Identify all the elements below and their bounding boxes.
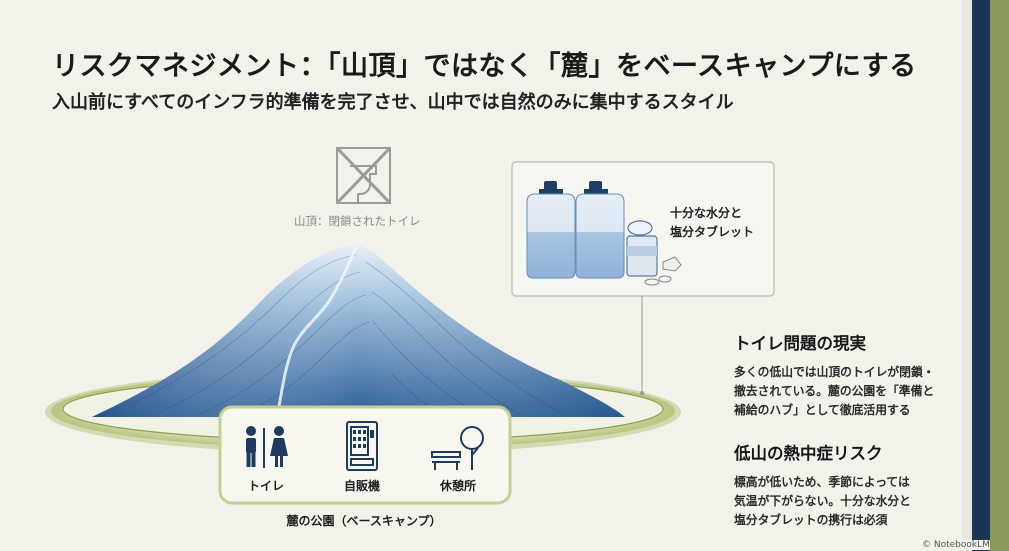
edge-stripe-light xyxy=(962,0,972,551)
edge-stripe-navy xyxy=(972,0,990,551)
panel-body: 標高が低いため、季節によっては 気温が下がらない。十分な水分と 塩分タブレットの… xyxy=(734,473,964,530)
supplies-label: 十分な水分と 塩分タブレット xyxy=(670,204,754,242)
water-bottle-icon xyxy=(575,181,625,279)
summit-label: 山頂：閉鎖されたトイレ xyxy=(294,214,421,228)
toilet-issue-panel: トイレ問題の現実 多くの低山では山頂のトイレが閉鎖・ 撤去されている。麓の公園を… xyxy=(734,330,964,420)
supplies-label-line: 塩分タブレット xyxy=(670,225,755,239)
page-title: リスクマネジメント：「山頂」ではなく「麓」をベースキャンプにする xyxy=(52,51,917,82)
closed-toilet-icon xyxy=(335,146,392,205)
panel-body-line: 多くの低山では山頂のトイレが閉鎖・ xyxy=(734,365,935,379)
facility-label-rest-area: 休憩所 xyxy=(439,479,477,493)
salt-tablet-icon xyxy=(626,220,682,286)
panel-heading: 低山の熱中症リスク xyxy=(734,444,883,463)
watermark-badge: © NotebookLM xyxy=(922,540,990,550)
panel-body-line: 標高が低いため、季節によっては xyxy=(734,475,910,489)
panel-body: 多くの低山では山頂のトイレが閉鎖・ 撤去されている。麓の公園を「準備と 補給のハ… xyxy=(734,363,964,420)
edge-stripe-olive xyxy=(990,0,1009,551)
facility-label-toilet: トイレ xyxy=(247,479,285,493)
panel-heading: トイレ問題の現実 xyxy=(734,334,866,353)
restroom-icon xyxy=(246,426,288,468)
panel-body-line: 撤去されている。麓の公園を「準備と xyxy=(734,384,935,398)
panel-body-line: 補給のハブ」として徹底活用する xyxy=(734,403,911,417)
supplies-label-line: 十分な水分と xyxy=(670,206,743,220)
water-bottle-icon xyxy=(526,181,576,279)
facility-label-vending: 自販機 xyxy=(343,479,381,493)
panel-body-line: 塩分タブレットの携行は必須 xyxy=(734,513,888,527)
panel-body-line: 気温が下がらない。十分な水分と xyxy=(734,494,911,508)
heatstroke-risk-panel: 低山の熱中症リスク 標高が低いため、季節によっては 気温が下がらない。十分な水分… xyxy=(734,440,964,530)
bench-tree-icon xyxy=(431,426,484,470)
base-camp-label: 麓の公園（ベースキャンプ） xyxy=(286,514,442,528)
page-subtitle: 入山前にすべてのインフラ的準備を完了させ、山中では自然のみに集中するスタイル xyxy=(52,92,734,113)
mountain xyxy=(92,244,625,417)
vending-machine-icon xyxy=(346,421,378,471)
